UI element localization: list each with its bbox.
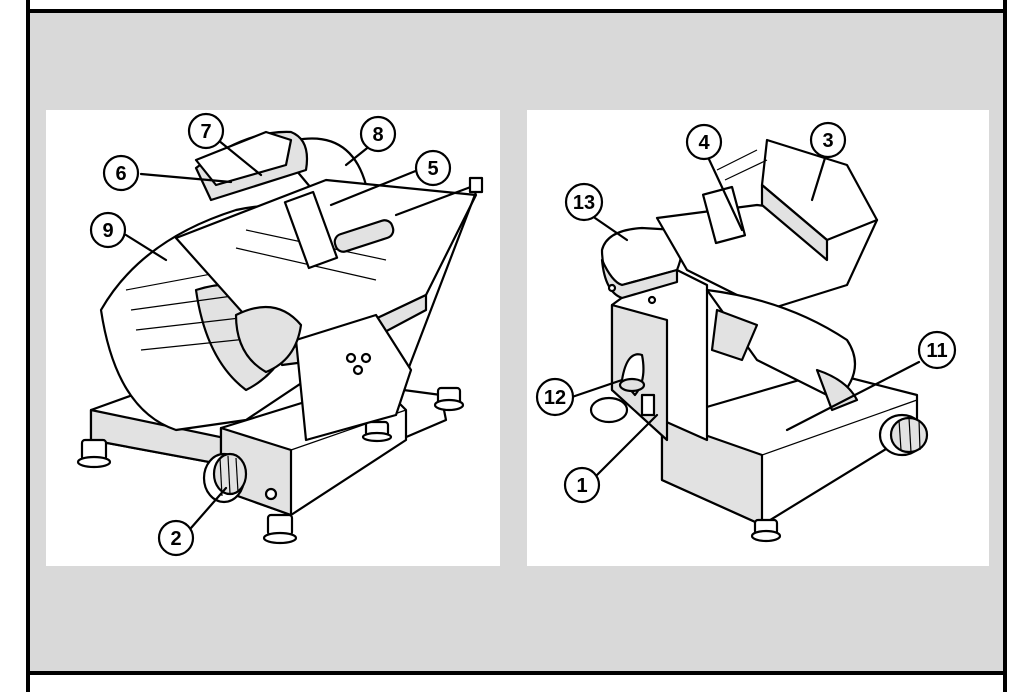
sharpener-housing: [600, 226, 684, 305]
slicer-body-side: [234, 305, 413, 442]
thickness-knob-rear: [878, 413, 929, 457]
thickness-knob: [202, 452, 278, 504]
carriage-rear: [655, 138, 879, 312]
slicer-feet-rear: [589, 396, 782, 543]
callout-2: 2: [157, 519, 195, 557]
food-pusher: [283, 176, 484, 382]
callout-12: 12: [535, 377, 575, 417]
slicer-front-view-drawing: 7 8 6 5 9 2: [76, 112, 484, 557]
slicer-base-rear: [610, 263, 919, 527]
svg-text:3: 3: [822, 130, 833, 152]
footer-band: [30, 671, 1003, 692]
callout-leaders: [124, 138, 420, 530]
switch-and-knob: [618, 353, 656, 417]
svg-text:1: 1: [576, 475, 587, 497]
header-band: [30, 0, 1003, 13]
svg-text:8: 8: [372, 124, 383, 146]
svg-text:6: 6: [115, 163, 126, 185]
callout-9: 9: [89, 211, 127, 249]
svg-text:9: 9: [102, 220, 113, 242]
callout-leaders-rear: [570, 153, 921, 482]
svg-text:11: 11: [926, 340, 947, 362]
svg-text:7: 7: [200, 121, 211, 143]
svg-text:4: 4: [698, 132, 710, 154]
callout-4: 4: [685, 123, 723, 161]
callout-13: 13: [564, 182, 604, 222]
slicer-front-view-panel: 7 8 6 5 9 2: [46, 110, 500, 566]
svg-text:5: 5: [427, 158, 438, 180]
callout-7: 7: [187, 112, 225, 150]
callout-3: 3: [809, 121, 847, 159]
callout-1: 1: [563, 466, 601, 504]
slicer-feet: [76, 386, 465, 545]
callouts-right: 4 3 13 11 12 1: [535, 121, 957, 504]
callouts-left: 7 8 6 5 9 2: [89, 112, 452, 557]
callout-5: 5: [414, 149, 452, 187]
slicer-rear-view-drawing: 4 3 13 11 12 1: [535, 121, 957, 543]
svg-text:13: 13: [573, 192, 595, 214]
svg-text:2: 2: [170, 528, 181, 550]
callout-8: 8: [359, 115, 397, 153]
slicer-rear-view-panel: 4 3 13 11 12 1: [527, 110, 989, 566]
svg-text:12: 12: [544, 387, 566, 409]
callout-11: 11: [917, 330, 957, 370]
callout-6: 6: [102, 154, 140, 192]
